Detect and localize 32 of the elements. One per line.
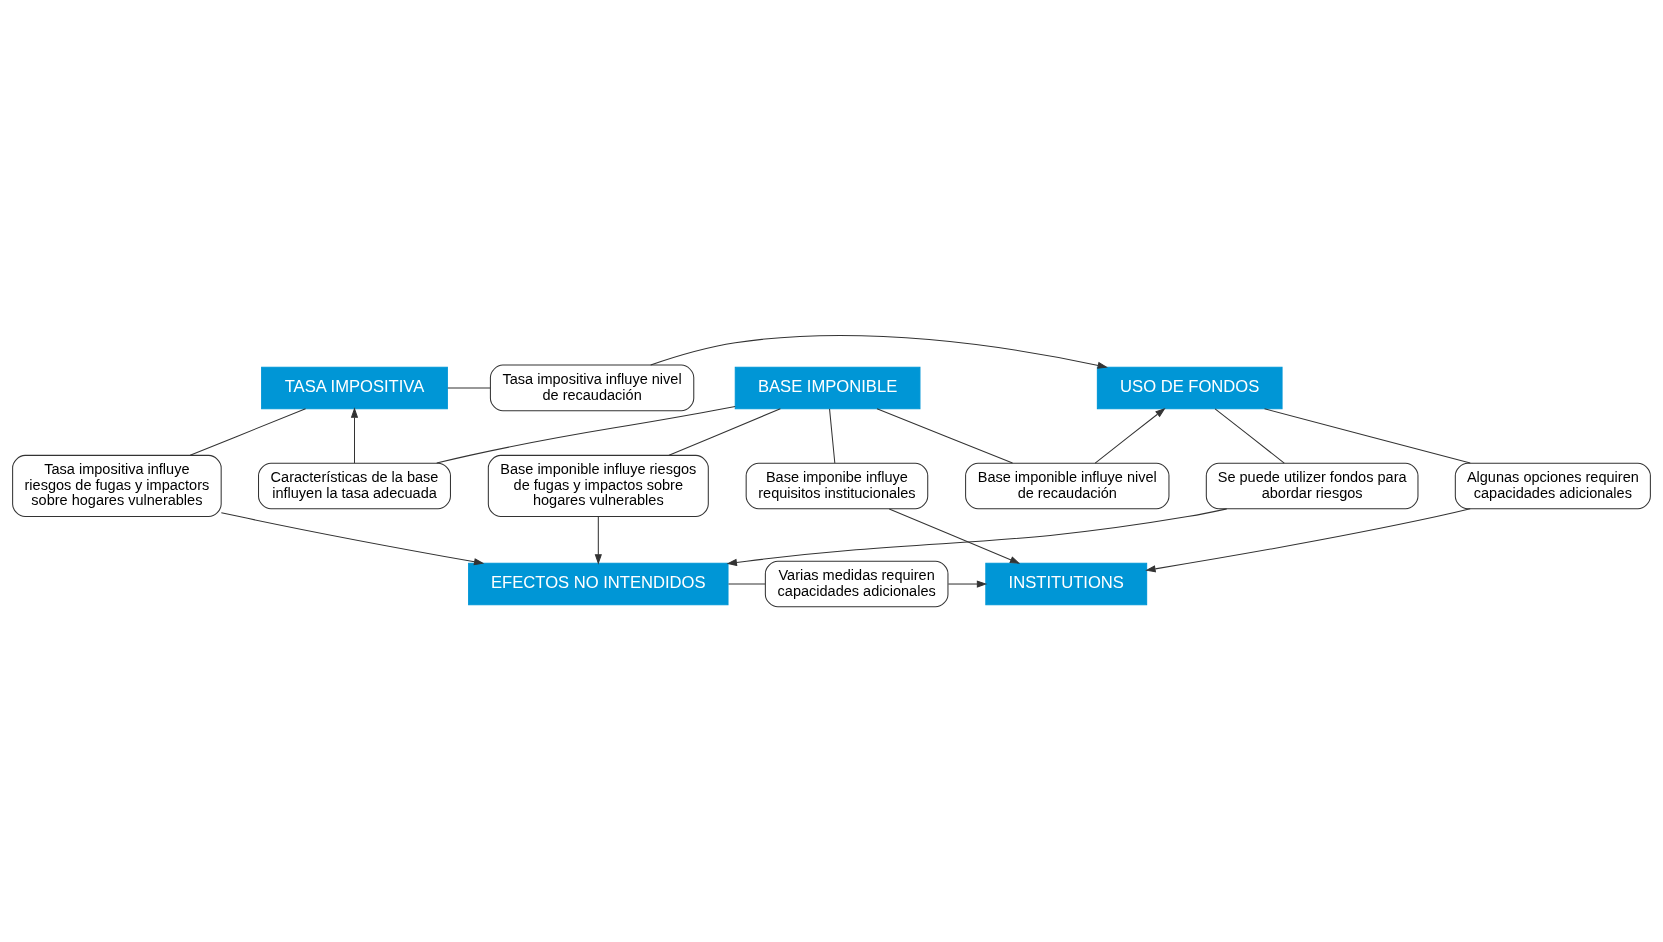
node-box: Características de la base influyen la tasa adecuada [258,462,451,510]
arrow [220,512,485,566]
node-box: INSTITUTIONS [985,562,1148,606]
node-box: Tasa impositiva influye nivel de recaudación [489,364,695,412]
node-box: Tasa impositiva influye riesgos de fugas y impactors sobre hogares vulnerables [12,454,222,518]
connector [447,387,491,389]
arrow [1094,407,1166,464]
node-box: Varias medidas requiren capacidades adicionales [764,560,949,608]
node-box: EFECTOS NO INTENDIDOS [468,562,729,606]
connector [668,408,781,456]
connector [1214,408,1285,464]
arrow [888,508,1021,564]
node-box: Algunas opciones requiren capacidades adicionales [1454,462,1651,510]
node-box: Base imponibe influye requisitos institucionales [745,462,929,510]
node-box: TASA IMPOSITIVA [261,366,448,410]
arrow [1145,508,1471,573]
arrow [350,407,359,464]
connector [876,408,1014,464]
node-box: USO DE FONDOS [1096,366,1283,410]
node-box: BASE IMPONIBLE [734,366,921,410]
connector [1264,408,1471,464]
arrow [726,508,1228,567]
arrow [650,334,1108,369]
node-box: Base imponible influye nivel de recaudación [965,462,1170,510]
connector [436,405,736,464]
connector [727,583,766,585]
node-box: Se puede utilizer fondos para abordar riesgos [1205,462,1419,510]
arrow [594,516,602,565]
node-box: Base imponible influye riesgos de fugas y impactos sobre hogares vulnerables [487,454,709,518]
arrow [947,580,988,588]
connector [189,408,307,456]
connector [829,408,836,464]
